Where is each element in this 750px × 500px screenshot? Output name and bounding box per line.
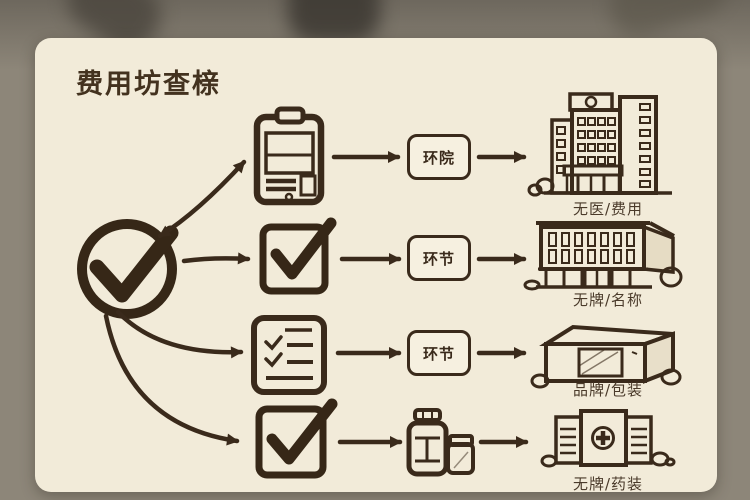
flow-node-row3: 环节 <box>407 330 471 376</box>
medicine-cabinet-illustration <box>540 409 676 468</box>
checkbox-checked-icon <box>255 398 338 479</box>
branch-arrows <box>103 159 251 446</box>
caption-row4: 无牌/药装 <box>572 475 644 493</box>
caption-row2: 无牌/名称 <box>572 291 644 309</box>
medicine-bottles-icon <box>406 408 475 477</box>
flow-node-row2: 环节 <box>407 235 471 281</box>
clipboard-icon <box>253 106 325 206</box>
check-circle-icon <box>77 219 179 319</box>
flow-node-row1: 环院 <box>407 134 471 180</box>
hospital-building-illustration <box>527 92 672 197</box>
caption-row1: 无医/费用 <box>572 200 644 218</box>
package-box-illustration <box>530 324 682 389</box>
storefront-building-illustration <box>523 221 683 291</box>
row-arrows <box>331 151 529 448</box>
page-title: 费用坊查榇 <box>76 69 221 100</box>
caption-row3: 品牌/包装 <box>572 381 644 399</box>
background-blur-shape <box>288 0 380 42</box>
checkbox-checked-icon <box>259 217 337 295</box>
checklist-icon <box>251 315 327 395</box>
